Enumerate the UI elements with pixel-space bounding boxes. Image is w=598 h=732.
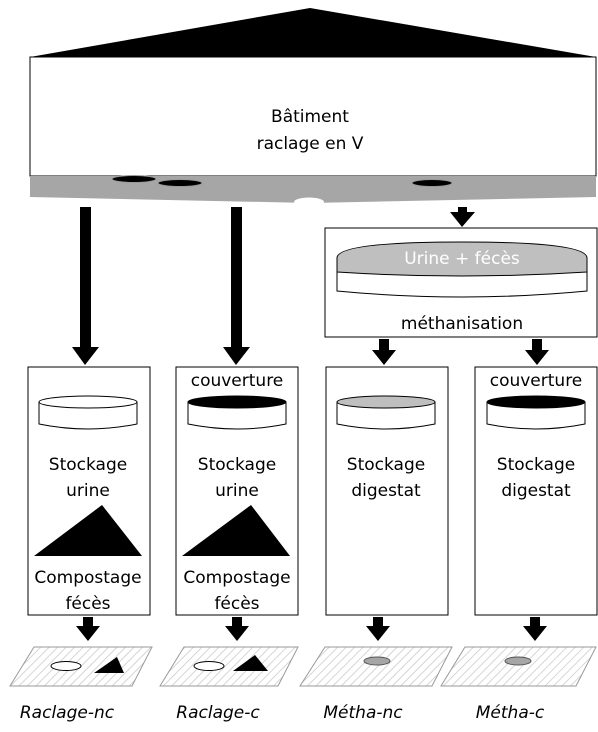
- arrow-head: [450, 212, 475, 227]
- storage-tank-top: [38, 395, 138, 409]
- storage-label-line2: urine: [215, 481, 259, 501]
- storage-tank-body: [336, 402, 436, 430]
- storage-label-line2: digestat: [501, 481, 571, 501]
- storage-label-line1: Stockage: [49, 455, 127, 475]
- arrow-shaft: [530, 617, 540, 627]
- cover-label: couverture: [191, 371, 284, 391]
- storage-label-line2: digestat: [351, 481, 421, 501]
- urine-spread: [50, 661, 82, 671]
- storage-label-line1: Stockage: [497, 455, 575, 475]
- building: Bâtiment raclage en V: [29, 8, 597, 207]
- field-arrows: [76, 617, 547, 641]
- arrow-shaft: [231, 207, 242, 349]
- storage-label-line1: Stockage: [198, 455, 276, 475]
- field-metha-c: [440, 646, 597, 687]
- column-raclage-nc: Stockage urine Compostage fécès: [27, 366, 151, 616]
- arrow-shaft: [532, 339, 542, 351]
- storage-label-line2: urine: [66, 481, 110, 501]
- building-label-line1: Bâtiment: [271, 107, 349, 127]
- caption-raclage-c: Raclage-c: [176, 703, 260, 723]
- manure-blob: [411, 179, 453, 187]
- column-metha-nc: Stockage digestat: [325, 366, 449, 616]
- field-parcel: [299, 646, 453, 687]
- arrow-head: [76, 626, 100, 641]
- methanisation-tank-label: Urine + fécès: [404, 249, 520, 269]
- compost-label-line2: fécès: [214, 594, 259, 614]
- urine-spread: [193, 661, 225, 671]
- storage-tank-top: [336, 395, 436, 409]
- methanisation-box: Urine + fécès méthanisation: [324, 227, 598, 338]
- arrow-head: [223, 347, 250, 365]
- arrow-head: [372, 350, 396, 365]
- storage-tank-body: [38, 402, 138, 430]
- field-raclage-c: [159, 646, 299, 687]
- arrow-head: [366, 626, 390, 641]
- building-label-line2: raclage en V: [257, 134, 364, 154]
- compost-spread: [233, 655, 268, 671]
- cover-label: couverture: [490, 371, 583, 391]
- building-arrows: [72, 207, 475, 365]
- column-metha-c: couverture Stockage digestat: [474, 366, 598, 616]
- methanisation-arrows: [372, 339, 549, 365]
- storage-tank-cover: [486, 395, 586, 409]
- compost-heap: [34, 505, 142, 556]
- arrow-shaft: [232, 617, 242, 627]
- arrow-head: [525, 350, 549, 365]
- methanisation-tank-liquid: [336, 241, 588, 277]
- arrow-shaft: [458, 207, 467, 214]
- column-raclage-c: couverture Stockage urine Compostage féc…: [175, 366, 299, 616]
- compost-label-line1: Compostage: [34, 568, 141, 588]
- field-parcel: [159, 646, 299, 687]
- caption-raclage-nc: Raclage-nc: [20, 703, 115, 723]
- arrow-shaft: [379, 339, 389, 351]
- arrow-shaft: [80, 207, 91, 349]
- compost-heap: [182, 505, 290, 556]
- caption-metha-nc: Métha-nc: [323, 703, 403, 723]
- compost-label-line1: Compostage: [183, 568, 290, 588]
- compost-spread: [94, 657, 124, 673]
- digestate-spread: [504, 656, 532, 666]
- compost-label-line2: fécès: [65, 594, 110, 614]
- storage-label-line1: Stockage: [347, 455, 425, 475]
- field-metha-nc: [299, 646, 453, 687]
- storage-tank-body: [486, 402, 586, 430]
- arrow-head: [72, 347, 99, 365]
- arrow-shaft: [83, 617, 93, 627]
- field-parcel: [440, 646, 597, 687]
- building-roof: [30, 8, 596, 57]
- urine-drain: [294, 197, 324, 207]
- manure-blob: [157, 179, 203, 187]
- storage-tank-cover: [187, 395, 287, 409]
- digestate-spread: [363, 656, 391, 666]
- caption-metha-c: Métha-c: [476, 703, 545, 723]
- arrow-head: [225, 626, 249, 641]
- methanisation-label: méthanisation: [401, 314, 523, 334]
- field-raclage-nc: [9, 646, 153, 687]
- arrow-head: [523, 626, 547, 641]
- storage-tank-body: [187, 402, 287, 430]
- manure-blob: [111, 175, 157, 183]
- arrow-shaft: [373, 617, 383, 627]
